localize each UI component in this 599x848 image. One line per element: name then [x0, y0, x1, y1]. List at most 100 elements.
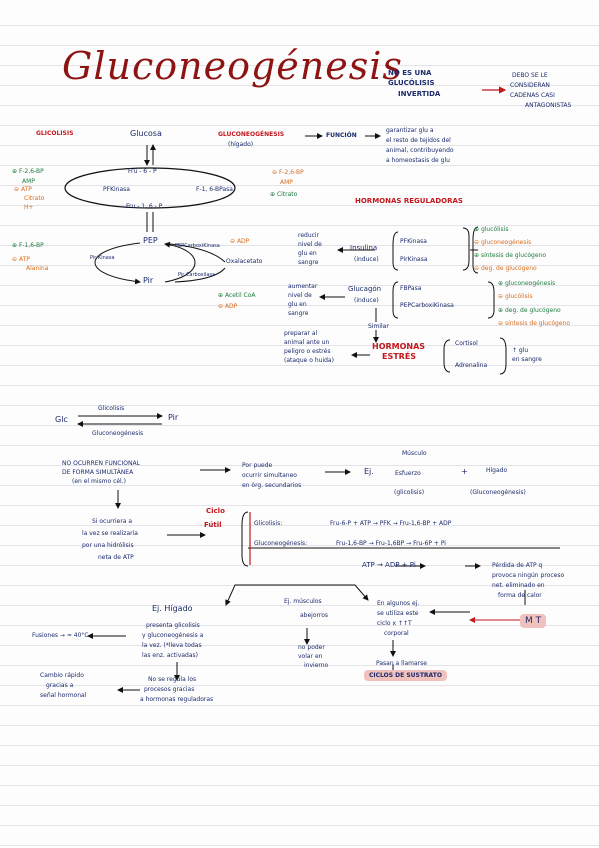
si-ocurriera-1: Si ocurriera a: [92, 518, 133, 525]
funcion-label: FUNCIÓN: [326, 132, 357, 139]
en-algunos-2: se utiliza este: [377, 610, 419, 617]
no-poder-volar-1: no poder: [298, 644, 325, 651]
insulin-effect-2: ⊖ gluconeogénesis: [474, 239, 532, 246]
pfk-reg-5: H+: [24, 204, 34, 211]
header-right-1: DEBO SE LE: [512, 72, 548, 79]
cycle-bottom: Gluconeogénesis: [92, 430, 144, 437]
insulin-enz-2: PirKinasa: [400, 256, 428, 263]
estres-left-3: peligro o estrés: [284, 348, 331, 355]
en-algunos-4: corporal: [384, 630, 409, 637]
glucagon-effect-4: ⊖ síntesis de glucógeno: [498, 320, 571, 327]
insulin-left-4: sangre: [298, 259, 319, 266]
header-right-2: CONSIDERAN: [510, 82, 550, 89]
oxalacetato-label: Oxalacetato: [226, 258, 263, 265]
higado-label: (hígado): [228, 141, 254, 148]
pepck-reg-1: ⊖ ADP: [230, 238, 250, 245]
cambio-1: Cambio rápido: [40, 672, 84, 679]
cycle-pir: Pir: [168, 413, 179, 422]
insulin-left-1: reducir: [298, 232, 320, 239]
funcion-text-4: a homeostasis de glu: [386, 157, 450, 164]
estres-heading-1: HORMONAS: [372, 342, 426, 351]
funcion-text-2: el resto de tejidos del: [386, 137, 451, 144]
ciclos-sustrato-badge: CICLOS DE SUSTRATO: [364, 670, 447, 681]
fusiones-label: Fusiones → ≈ 40°C: [32, 632, 89, 639]
header-right-3: CADENAS CASI: [510, 92, 555, 99]
perdida-3: net. eliminado en: [492, 582, 545, 589]
glucagon-left-2: nivel de: [288, 292, 312, 299]
insulin-sub: (induce): [354, 256, 379, 263]
fru16p-label: Fru - 1, 6 - P: [126, 203, 163, 210]
pfk-reg-4: Citrato: [24, 195, 45, 202]
ciclo-futil-2: Fútil: [204, 521, 222, 529]
insulin-left-2: nivel de: [298, 241, 322, 248]
similar-label: Similar: [368, 323, 389, 330]
no-se-regula-3: a hormonas reguladoras: [140, 696, 214, 703]
pasan-llamarse: Pasan a llamarse: [376, 660, 427, 667]
fbp-reg-2: AMP: [280, 179, 293, 186]
no-ocurren-2: DE FORMA SIMULTÁNEA: [62, 469, 134, 476]
no-poder-volar-3: invierno: [304, 662, 329, 669]
higado-text-2: y gluconeogénesis a: [142, 632, 204, 639]
no-se-regula-2: procesos gracias: [144, 686, 195, 693]
glc-line: Fru-6-P + ATP → PFK → Fru-1,6-BP + ADP: [330, 520, 452, 527]
ej-musculos-1: Ej. músculos: [284, 598, 322, 605]
en-algunos-1: En algunos ej.: [377, 600, 420, 607]
header-note-line2: GLUCÓLISIS: [388, 79, 435, 87]
ej-higado: Ej. Hígado: [152, 604, 193, 613]
pk-reg-2: ⊖ ATP: [12, 256, 30, 263]
insulin-left-3: glu en: [298, 250, 317, 257]
estres-effect-2: en sangre: [512, 356, 542, 363]
mt-badge: M T: [520, 614, 547, 628]
pk-reg-1: ⊕ F-1,6-BP: [12, 242, 44, 249]
porque-3: en órg. secundarios: [242, 482, 302, 489]
pc-reg-1: ⊕ Acetil CoA: [218, 292, 256, 299]
estres-heading-2: ESTRÉS: [382, 352, 417, 361]
insulin-label: Insulina: [350, 244, 378, 252]
pfk-reg-2: AMP: [22, 178, 35, 185]
si-ocurriera-2: la vez se realizaría: [82, 530, 138, 537]
glicolisis-label: GLICOLISIS: [36, 130, 74, 137]
page-title: Gluconeogénesis: [62, 44, 403, 88]
pircarboxilasa-label: Pir Carboxilasa: [178, 272, 216, 278]
higado-text-3: la vez. (*lleva todas: [142, 642, 202, 649]
perdida-4: forma de calor: [498, 592, 542, 599]
funcion-text-1: garantizar glu a: [386, 127, 434, 134]
insulin-effect-1: ⊕ glucólisis: [474, 226, 509, 233]
fbp-reg-3: ⊕ Citrato: [270, 191, 298, 198]
pfk-reg-3: ⊖ ATP: [14, 186, 32, 193]
fbp-reg-1: ⊖ F-2,6-BP: [272, 169, 304, 176]
glucagon-effect-3: ⊕ deg. de glucógeno: [498, 307, 561, 314]
glucagon-enz-2: PEPCarboxiKinasa: [400, 302, 454, 309]
glc-line-label: Glicolisis:: [254, 520, 283, 527]
header-note-line3: INVERTIDA: [398, 90, 441, 98]
atp-line: ATP → ADP + Pi: [362, 561, 416, 569]
estres-left-2: animal ante un: [284, 339, 330, 346]
hormonas-heading: HORMONAS REGULADORAS: [355, 197, 463, 205]
header-right-4: ANTAGONISTAS: [525, 102, 572, 109]
pc-reg-2: ⊖ ADP: [218, 303, 238, 310]
plus-sign: +: [461, 467, 468, 476]
cambio-3: señal hormonal: [40, 692, 87, 699]
no-poder-volar-2: volar en: [298, 653, 323, 660]
en-algunos-3: ciclo x ↑↑T: [377, 620, 412, 627]
pepck-label: PEPCarboxiKinasa: [175, 243, 220, 249]
gng-line-label: Gluconeogénesis:: [254, 540, 308, 547]
pk-reg-3: Alanina: [26, 265, 49, 272]
ej-label: Ej.: [364, 467, 374, 476]
insulin-effect-3: ⊕ síntesis de glucógeno: [474, 252, 547, 259]
pep-label: PEP: [143, 236, 158, 245]
perdida-2: provoca ningún proceso: [492, 572, 565, 579]
fru6p-label: Fru - 6 - P: [128, 168, 157, 175]
glucagon-left-4: sangre: [288, 310, 309, 317]
glucagon-left-1: aumentar: [288, 283, 318, 290]
estres-left-4: (ataque o huida): [284, 357, 334, 364]
glucagon-sub: (induce): [354, 297, 379, 304]
glucagon-label: Glucagón: [348, 285, 382, 293]
ciclo-futil-1: Ciclo: [206, 507, 225, 515]
porque-1: Por puede: [242, 462, 273, 469]
musculo-1: Músculo: [402, 450, 427, 457]
glucagon-enz-1: FBPasa: [400, 285, 422, 292]
estres-effect-1: ↑ glu: [512, 347, 529, 354]
glucagon-effect-2: ⊖ glucólisis: [498, 293, 533, 300]
